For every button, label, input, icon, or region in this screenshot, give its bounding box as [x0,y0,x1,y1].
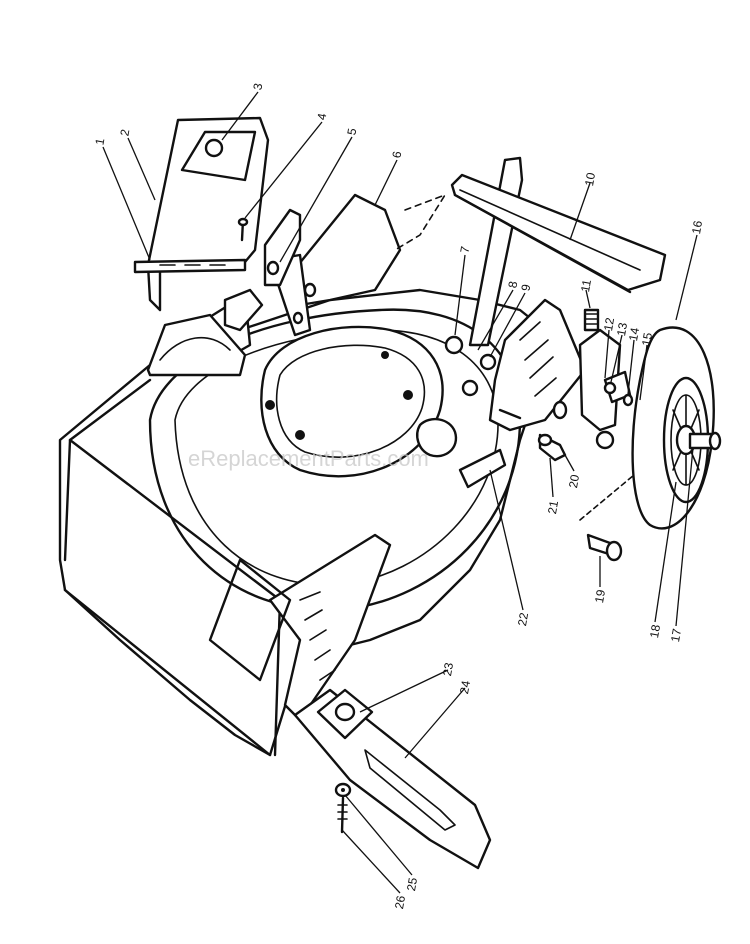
height-adjuster [293,688,492,870]
callout-13: 13 [614,321,630,337]
callout-2: 2 [117,128,132,137]
bolt-4 [237,217,249,242]
callout-23: 23 [440,661,456,677]
callout-12: 12 [601,316,617,332]
spring-hardware [498,308,646,521]
rear-discharge-door [133,116,270,312]
hinge-bracket [223,208,302,332]
watermark-text: eReplacementParts.com [188,446,429,471]
callout-25: 25 [404,876,420,892]
callout-20: 20 [566,473,582,489]
callout-24: 24 [457,679,473,695]
bolt-and-washer [334,782,352,834]
callout-26: 26 [392,894,408,910]
leader-lines [102,91,698,894]
callout-5: 5 [344,127,359,136]
callout-22: 22 [515,611,531,627]
callout-18: 18 [647,623,663,639]
callout-14: 14 [626,326,642,342]
mower-deck-housing [58,193,587,757]
callout-8: 8 [505,280,520,289]
callout-9: 9 [518,283,533,292]
callout-16: 16 [689,219,705,235]
mulch-flap [146,313,247,377]
wheel-assembly [631,326,722,530]
callout-11: 11 [578,278,594,293]
callout-3: 3 [250,82,265,91]
callout-7: 7 [457,245,472,254]
callout-6: 6 [389,150,404,159]
handle-bracket-bar [450,173,667,294]
callout-21: 21 [545,499,561,515]
callout-17: 17 [668,627,684,643]
callout-labels: 1 2 3 4 5 6 7 8 9 10 11 12 13 14 15 16 1… [92,82,705,910]
callout-15: 15 [639,331,655,347]
callout-4: 4 [314,112,329,121]
callout-1: 1 [92,137,107,146]
wheel-bolt [586,533,623,562]
callout-10: 10 [582,171,598,187]
callout-19: 19 [592,588,608,604]
